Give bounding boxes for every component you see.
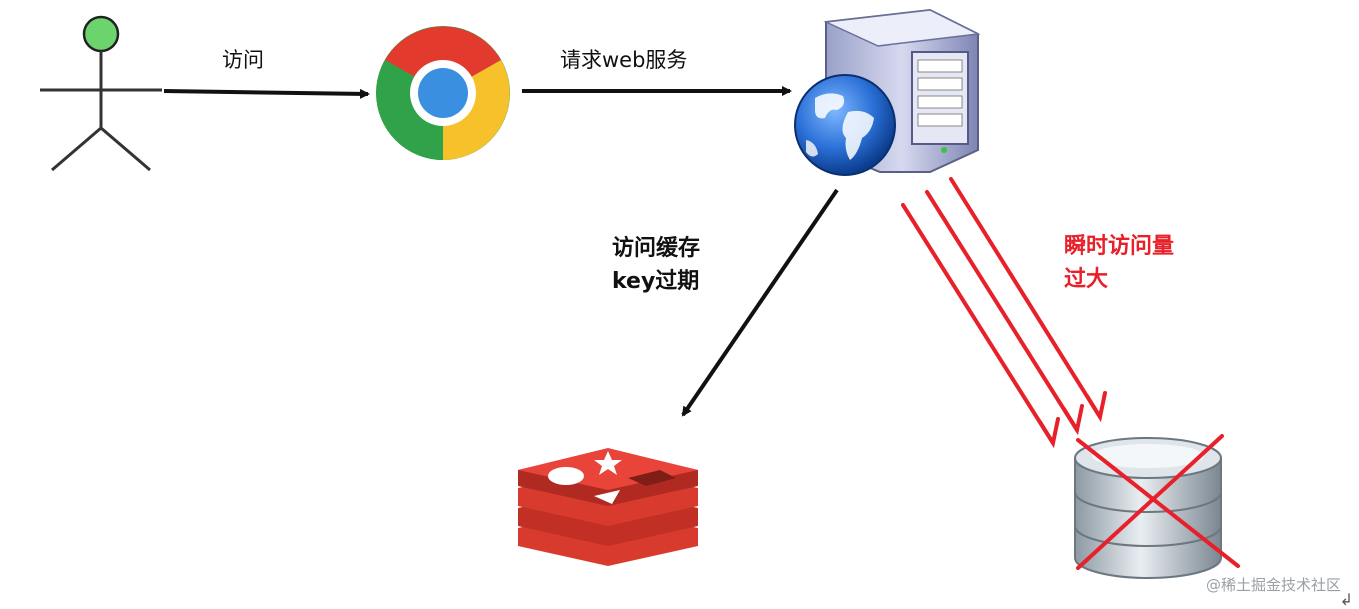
label-access: 访问 <box>222 48 264 72</box>
arrow-actor-to-browser <box>163 88 370 99</box>
watermark: @稀土掘金技术社区 <box>1205 576 1341 594</box>
chrome-icon <box>376 26 510 160</box>
label-cache-line1: 访问缓存 <box>612 236 701 261</box>
web-server-icon <box>794 8 981 176</box>
red-arrows-server-to-db <box>901 177 1107 449</box>
redis-icon <box>518 448 698 566</box>
label-spike-line1: 瞬时访问量 <box>1064 234 1175 259</box>
arrow-server-to-redis <box>681 188 839 417</box>
label-traffic-spike: 瞬时访问量 过大 <box>1064 230 1174 296</box>
cross-mark-icon <box>1076 434 1240 570</box>
label-request-web-service: 请求web服务 <box>560 48 688 72</box>
actor-icon <box>40 15 162 172</box>
label-cache-key-expired: 访问缓存 key过期 <box>612 232 700 298</box>
label-cache-line2: key过期 <box>612 269 700 294</box>
return-glyph: ↲ <box>1339 590 1353 609</box>
label-spike-line2: 过大 <box>1064 267 1109 292</box>
